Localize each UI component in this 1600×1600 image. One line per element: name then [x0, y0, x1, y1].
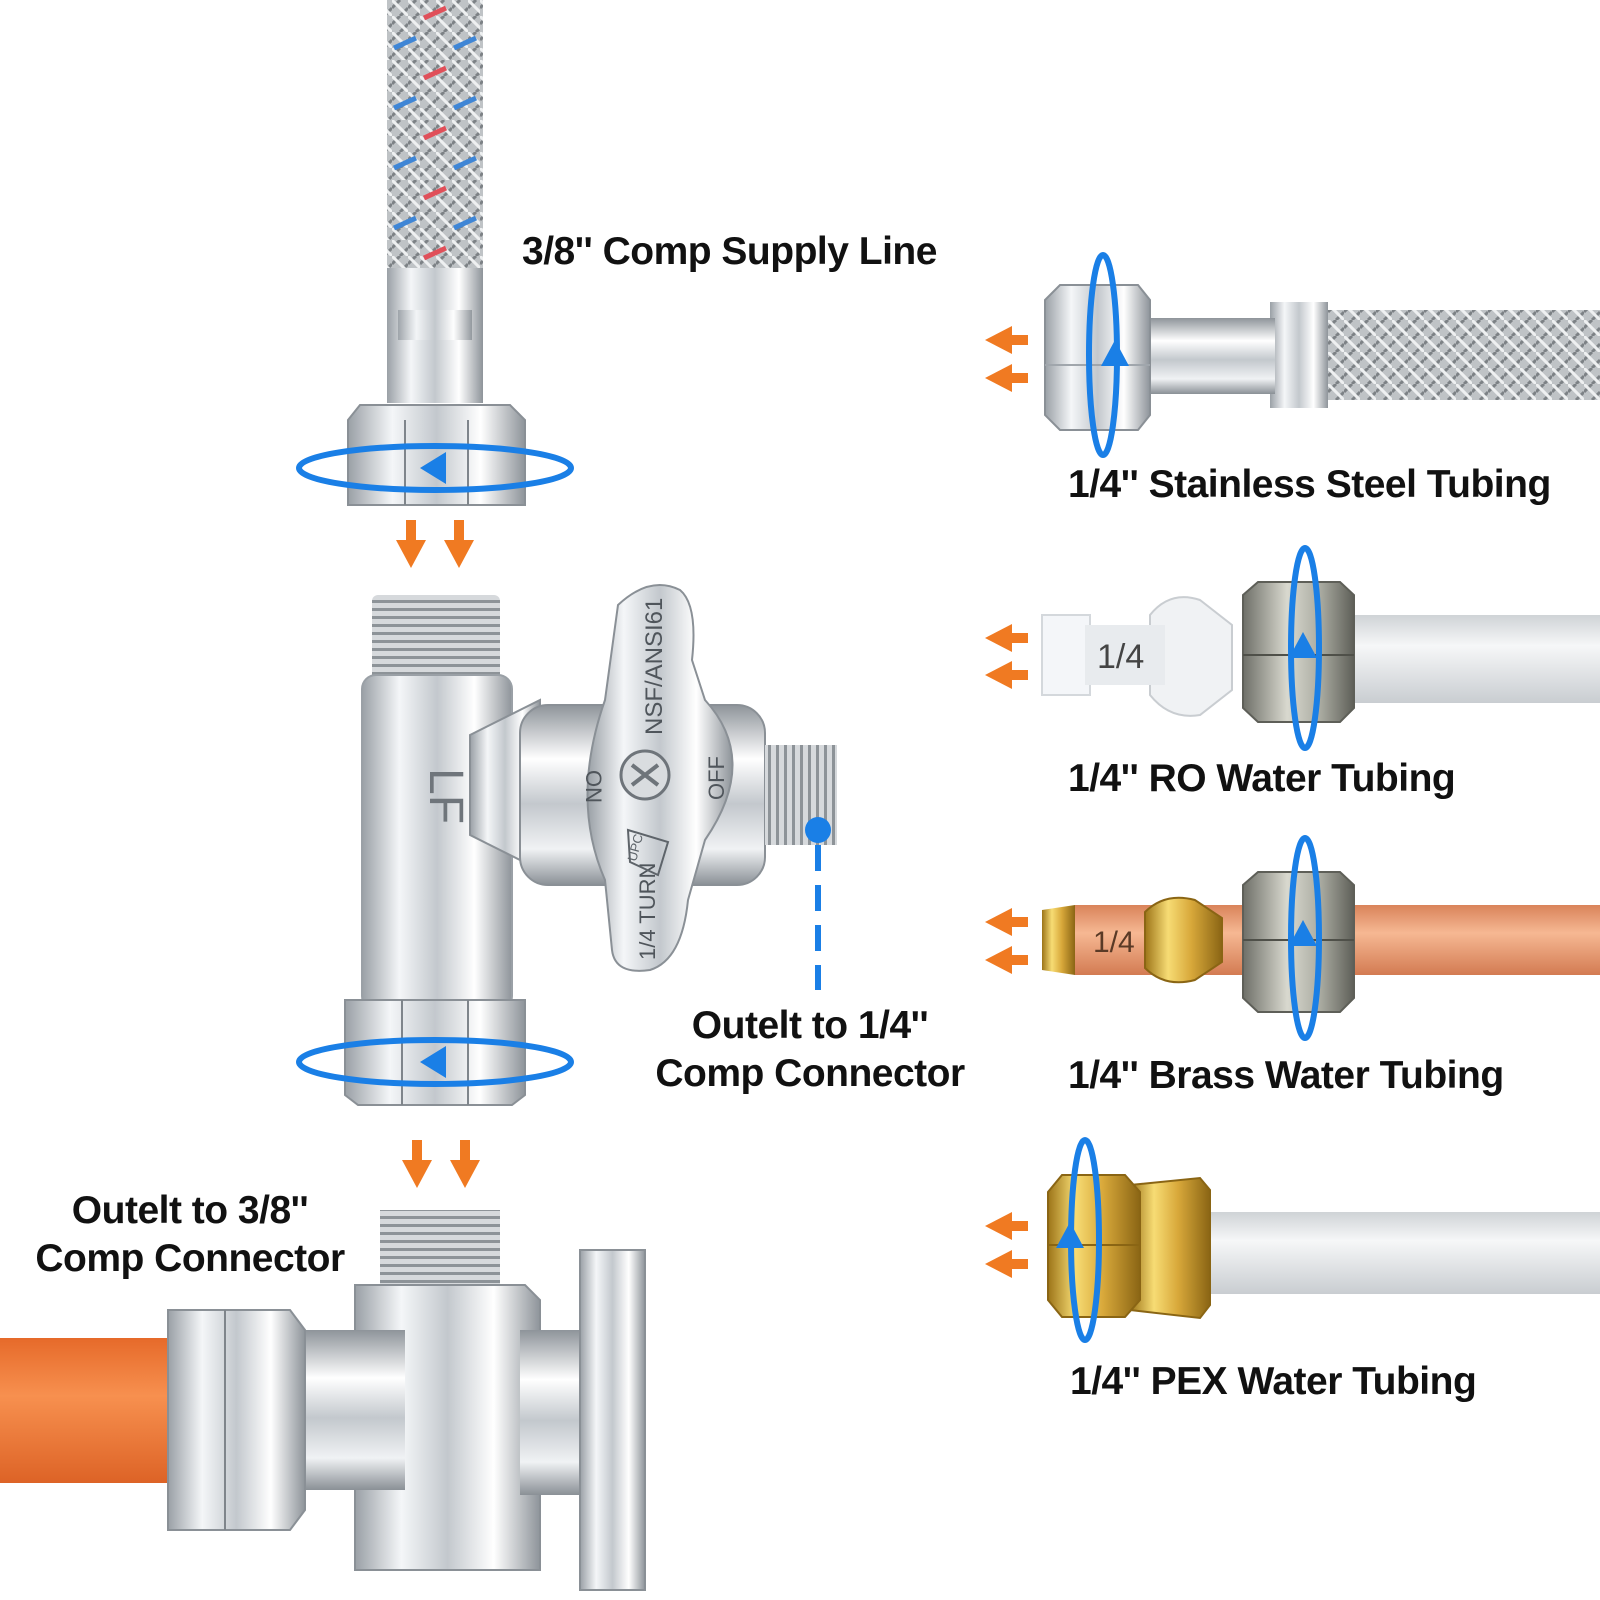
ro-tube-mark: 1/4: [1097, 638, 1144, 676]
brass-tubing-label: 1/4'' Brass Water Tubing: [1068, 1054, 1504, 1097]
outlet-quarter-label: Outelt to 1/4'' Comp Connector: [640, 1002, 980, 1098]
orange-chevron-arrow-icon: [402, 1140, 480, 1188]
outlet-three-eighths-label: Outelt to 3/8'' Comp Connector: [20, 1187, 360, 1283]
valve-handle: [586, 584, 734, 972]
supply-line-label: 3/8'' Comp Supply Line: [522, 230, 937, 273]
blue-dashed-pointer-icon: [805, 817, 831, 990]
rotate-arrow-icon: [1288, 545, 1322, 751]
orange-chevron-arrow-icon: [985, 1212, 1028, 1278]
stainless-tubing: [1044, 284, 1600, 431]
rotate-arrow-icon: [1056, 1137, 1102, 1343]
tee-lf-mark: LF: [419, 768, 472, 824]
outlet-quarter-label-line1: Outelt to 1/4'': [691, 1004, 929, 1047]
orange-chevron-arrow-icon: [985, 624, 1028, 689]
handle-off-text: OFF: [704, 756, 729, 800]
svg-text:UPC: UPC: [624, 832, 646, 862]
stainless-tubing-label: 1/4'' Stainless Steel Tubing: [1068, 463, 1551, 506]
angle-stop-valve: [0, 1210, 646, 1591]
brass-tubing: [1042, 871, 1600, 1013]
rotate-arrow-icon: [1086, 252, 1129, 458]
upc-badge: UPC: [624, 828, 670, 877]
outlet-three-eighths-label-line1: Outelt to 3/8'': [71, 1189, 309, 1232]
orange-chevron-arrow-icon: [985, 908, 1028, 974]
rotate-arrow-icon: [1288, 835, 1322, 1041]
rotate-arrow-icon: [296, 443, 574, 493]
brass-tube-mark: 1/4: [1093, 926, 1135, 959]
pex-tubing-label: 1/4'' PEX Water Tubing: [1070, 1360, 1477, 1403]
orange-chevron-arrow-icon: [985, 326, 1028, 392]
supply-line-hose: [387, 0, 483, 403]
handle-on-text: ON: [581, 770, 606, 803]
ro-tubing-label: 1/4'' RO Water Tubing: [1068, 757, 1456, 800]
handle-cert-text: NSF/ANSI61: [641, 598, 668, 735]
outlet-three-eighths-label-line2: Comp Connector: [35, 1237, 345, 1280]
pex-tubing: [1047, 1174, 1600, 1320]
rotate-arrow-icon: [296, 1037, 574, 1087]
handle-turn-text: 1/4 TURN: [635, 863, 660, 960]
orange-chevron-arrow-icon: [396, 520, 474, 568]
outlet-quarter-label-line2: Comp Connector: [655, 1052, 965, 1095]
